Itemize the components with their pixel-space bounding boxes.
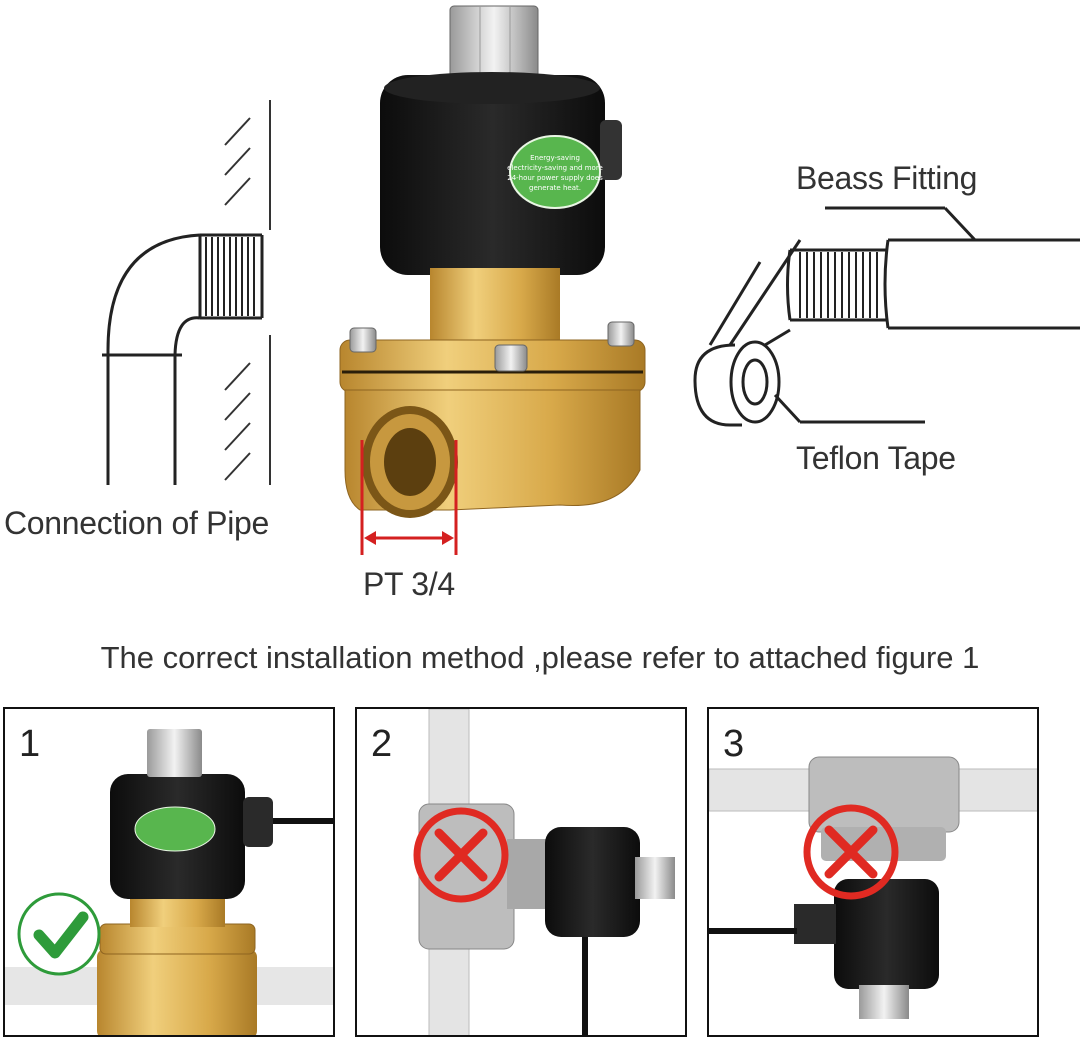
- svg-text:generate heat.: generate heat.: [529, 184, 581, 192]
- pipe-connection-label: Connection of Pipe: [4, 505, 270, 541]
- cross-icon: [413, 807, 509, 903]
- cross-icon: [803, 804, 899, 900]
- port-size-label: PT 3/4: [363, 566, 455, 602]
- brass-fitting-label: Beass Fitting: [796, 160, 978, 196]
- energy-saving-sticker: [509, 135, 601, 209]
- install-panel-1: 1: [3, 707, 335, 1037]
- wall-hatch: [224, 100, 271, 485]
- solenoid-valve: Energy-saving electricity-saving and mor…: [339, 5, 646, 518]
- valve-diagram: Energy-saving electricity-saving and mor…: [102, 5, 1080, 555]
- panel-3-number: 3: [723, 723, 745, 765]
- fitting-diagram: [693, 206, 1080, 427]
- elbow-pipe: [102, 233, 264, 485]
- install-panel-2: 2: [355, 707, 687, 1037]
- fitting-thread: [799, 252, 878, 318]
- panel-1-number: 1: [19, 723, 41, 765]
- pipe-thread: [205, 237, 255, 316]
- install-panel-3: 3: [707, 707, 1039, 1037]
- installation-caption: The correct installation method ,please …: [100, 640, 980, 675]
- check-icon: [17, 892, 101, 976]
- svg-text:24-hour power supply does: 24-hour power supply does: [507, 174, 603, 182]
- svg-text:electricity-saving and more: electricity-saving and more: [507, 164, 603, 172]
- svg-text:Energy-saving: Energy-saving: [530, 154, 580, 162]
- panel-2-number: 2: [371, 723, 393, 765]
- teflon-tape-label: Teflon Tape: [796, 440, 956, 476]
- port-dimension: [360, 440, 458, 555]
